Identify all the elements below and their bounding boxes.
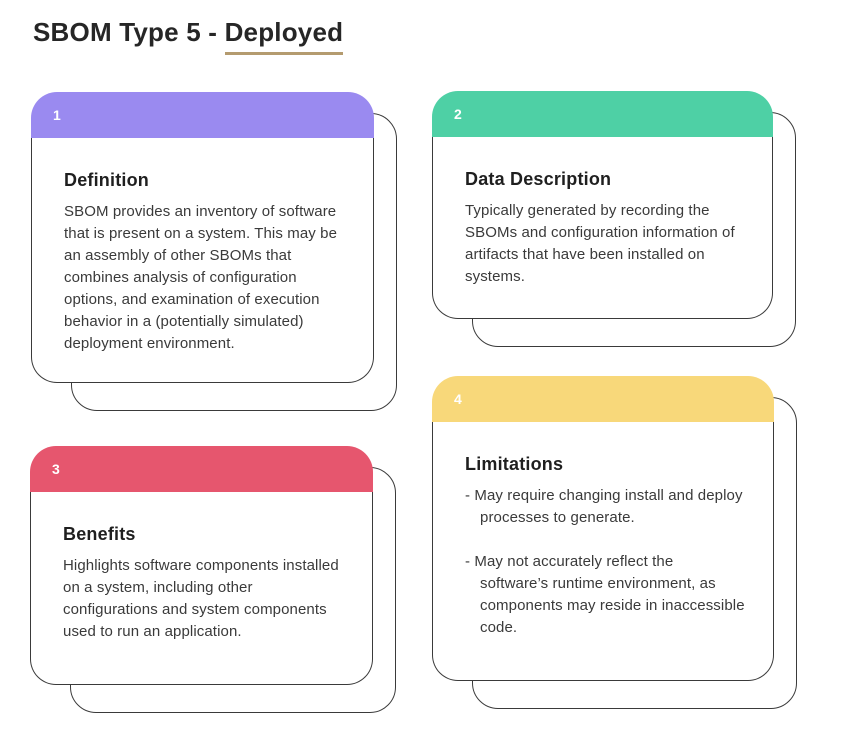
- card-number: 1: [53, 107, 61, 123]
- card-header: 3: [30, 446, 373, 492]
- card-header: 2: [432, 91, 773, 137]
- card-body: Benefits Highlights software components …: [30, 492, 373, 685]
- card-number: 2: [454, 106, 462, 122]
- card-definition: 1 Definition SBOM provides an inventory …: [31, 92, 397, 411]
- card-number: 3: [52, 461, 60, 477]
- card-body: Data Description Typically generated by …: [432, 137, 773, 319]
- card-header: 4: [432, 376, 774, 422]
- card-heading: Data Description: [465, 169, 612, 189]
- card-benefits: 3 Benefits Highlights software component…: [30, 446, 396, 713]
- card-body: Definition SBOM provides an inventory of…: [31, 138, 374, 383]
- page-title-highlight: Deployed: [224, 16, 344, 55]
- card-main: 2 Data Description Typically generated b…: [432, 91, 773, 319]
- card-data-description: 2 Data Description Typically generated b…: [432, 91, 796, 347]
- page-title: SBOM Type 5 - Deployed: [33, 16, 344, 55]
- card-number: 4: [454, 391, 462, 407]
- card-limitations: 4 Limitations - May require changing ins…: [432, 376, 797, 709]
- card-text: Typically generated by recording the SBO…: [465, 202, 735, 285]
- card-main: 1 Definition SBOM provides an inventory …: [31, 92, 374, 383]
- card-header: 1: [31, 92, 374, 138]
- card-main: 4 Limitations - May require changing ins…: [432, 376, 774, 681]
- page-title-prefix: SBOM Type 5 -: [33, 17, 225, 47]
- card-body: Limitations - May require changing insta…: [432, 422, 774, 681]
- card-bullet: - May not accurately reflect the softwar…: [465, 553, 745, 636]
- card-main: 3 Benefits Highlights software component…: [30, 446, 373, 685]
- card-text: SBOM provides an inventory of software t…: [64, 203, 338, 352]
- card-heading: Definition: [64, 170, 149, 190]
- card-heading: Limitations: [465, 454, 564, 474]
- card-heading: Benefits: [63, 524, 136, 544]
- card-bullet: - May require changing install and deplo…: [465, 487, 743, 526]
- card-text: Highlights software components installed…: [63, 557, 339, 640]
